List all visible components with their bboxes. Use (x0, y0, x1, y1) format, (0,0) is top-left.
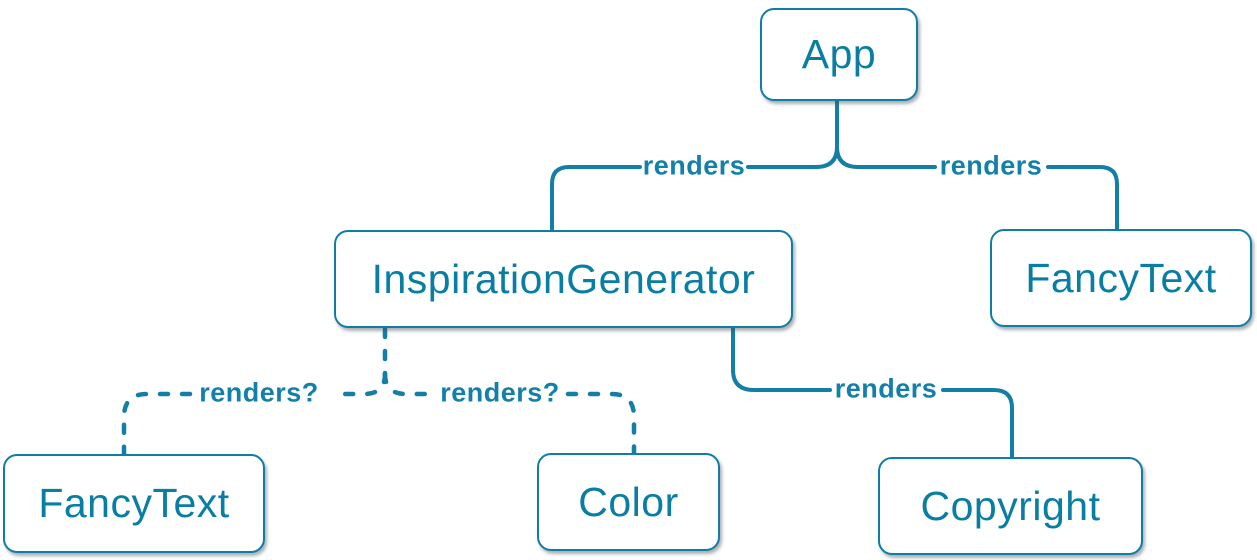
node-fancy-text-top: FancyText (990, 229, 1252, 327)
node-color-label: Color (578, 478, 679, 525)
node-fancy-text-top-label: FancyText (1025, 254, 1217, 301)
edge-inspirationgenerator-color-conditional (382, 371, 637, 456)
edge-app-fancytext (835, 99, 1119, 231)
edge-label-renders-conditional-left: renders? (199, 377, 319, 408)
node-app: App (760, 8, 918, 101)
node-inspiration-generator: InspirationGenerator (334, 230, 793, 328)
node-fancy-text-bottom: FancyText (3, 454, 265, 553)
edge-label-renders-app-left: renders (642, 150, 746, 181)
node-app-label: App (801, 31, 877, 77)
node-copyright-label: Copyright (920, 482, 1101, 529)
edge-label-renders-conditional-right: renders? (440, 377, 560, 408)
node-color: Color (537, 453, 720, 551)
node-fancy-text-bottom-label: FancyText (38, 480, 230, 526)
edge-label-renders-app-right: renders (939, 150, 1043, 181)
node-copyright: Copyright (878, 457, 1143, 555)
edge-label-renders-copyright: renders (834, 373, 938, 404)
node-inspiration-generator-label: InspirationGenerator (371, 255, 756, 302)
edge-inspirationgenerator-copyright (731, 326, 1014, 459)
